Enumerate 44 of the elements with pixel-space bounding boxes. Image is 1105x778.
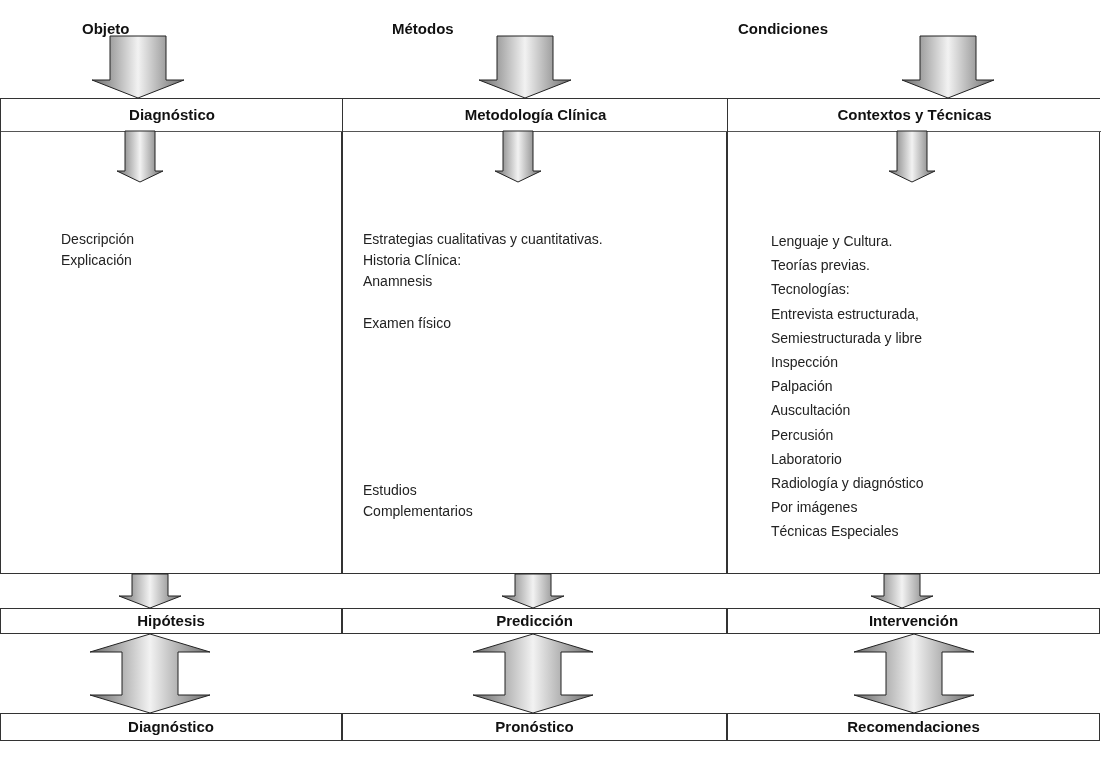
column-title: Métodos [392,18,472,36]
block-arrow [116,130,164,183]
list-text: Historia Clínica: Anamnesis [363,251,463,291]
block-arrow [501,573,565,609]
list-text: Entrevista estructurada, Semiestructurada y libre [771,304,923,348]
header-box: Diagnóstico [1,99,343,132]
header-box: Predicción [342,608,727,634]
column-title: Objeto [82,18,162,36]
list-text: Laboratorio [771,449,843,469]
list-text: Lenguaje y Cultura. [771,232,894,251]
list-text: Auscultación [771,401,852,421]
block-arrow [118,573,182,609]
block-arrow [870,573,934,609]
block-arrow [478,35,572,99]
column-frame [0,98,342,574]
list-text: Estudios Complementarios [363,481,474,521]
header-box: Recomendaciones [727,713,1100,741]
list-text: Explicación [61,251,133,270]
list-text: Percusión [771,425,835,445]
list-text: Estrategias cualitativas y cuantitativas. [363,230,603,249]
list-text: Técnicas Especiales [771,522,900,542]
block-arrow [901,35,995,99]
header-box: Contextos y Técnicas [728,99,1101,132]
block-arrow [91,35,185,99]
list-text: Tecnologías: [771,280,851,300]
list-text: Inspección [771,353,839,372]
header-box: Intervención [727,608,1100,634]
header-box: Metodología Clínica [343,99,728,132]
list-text: Palpación [771,377,834,397]
block-arrow [888,130,936,183]
header-box: Hipótesis [0,608,342,634]
column-frame [727,98,1100,574]
block-arrow [494,130,542,183]
list-text: Descripción [61,230,136,249]
column-frame [342,98,727,574]
block-arrow [472,633,594,714]
list-text: Teorías previas. [771,256,871,276]
header-box: Pronóstico [342,713,727,741]
block-arrow [853,633,975,714]
block-arrow [89,633,211,714]
list-text: Examen físico [363,314,452,333]
list-text: Radiología y diagnóstico Por imágenes [771,474,925,518]
column-title: Condiciones [738,18,848,36]
header-box: Diagnóstico [0,713,342,741]
